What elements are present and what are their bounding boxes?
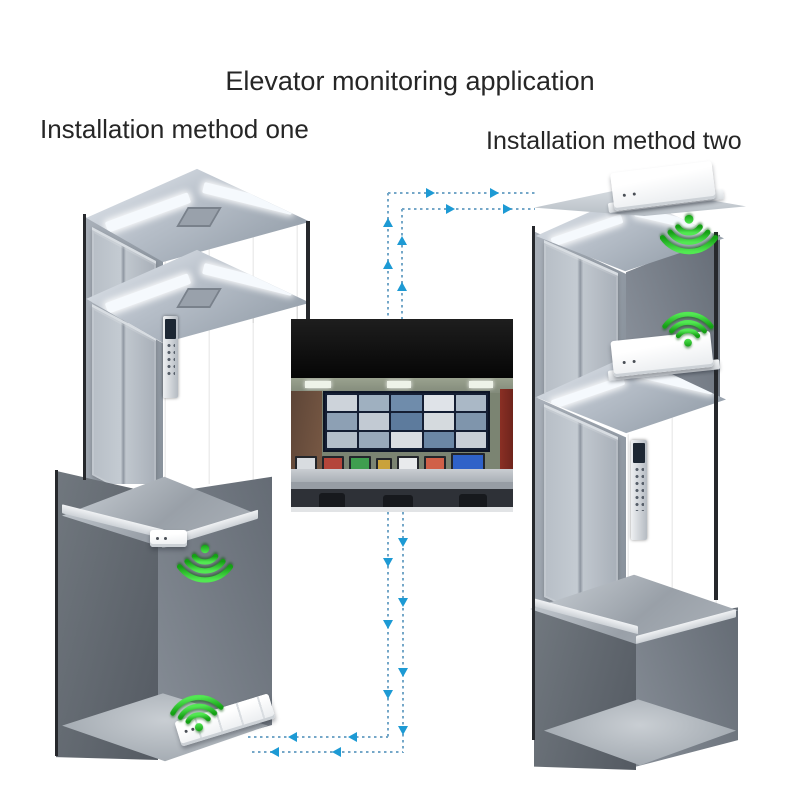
desk-monitor [322, 456, 344, 471]
ceiling-light-strip [550, 214, 624, 247]
desk-monitor [349, 456, 371, 471]
camera-feed-tile [359, 413, 390, 430]
desk-monitor [451, 453, 485, 471]
monitoring-device-under-car [150, 530, 187, 547]
connector-line [252, 751, 403, 753]
desk-monitor [376, 458, 392, 471]
control-room [291, 378, 513, 512]
car-floor-platform [530, 574, 738, 644]
camera-feed-tile [423, 431, 454, 448]
camera-feed-tile [359, 395, 390, 412]
desk-monitor-screen [426, 458, 444, 469]
arrow-down-icon [383, 690, 393, 699]
camera-feed-tile [391, 413, 422, 430]
room-ceiling [291, 378, 513, 393]
operator-desk-tier [291, 482, 513, 491]
method-two-label: Installation method two [486, 127, 742, 155]
desk-monitor-screen [399, 458, 417, 469]
ceiling-fan-vent [176, 207, 222, 227]
desk-monitor-screen [324, 458, 342, 469]
elevator-car-walls [84, 294, 310, 484]
arrow-up-icon [383, 218, 393, 227]
connector-line [402, 512, 404, 753]
arrow-left-icon [332, 747, 341, 757]
desk-monitor-screen [297, 458, 315, 469]
shaft-edge [532, 226, 535, 740]
method-one-label: Installation method one [40, 114, 309, 144]
monitoring-room-photo [291, 319, 513, 512]
connector-line [387, 193, 389, 319]
arrow-up-icon [397, 236, 407, 245]
floor-display [165, 319, 176, 339]
camera-feed-tile [327, 413, 358, 430]
camera-feed-tile [391, 395, 422, 412]
room-red-pillar [500, 389, 513, 488]
camera-feed-tile [327, 431, 358, 448]
connector-line [401, 209, 403, 319]
arrow-right-icon [426, 188, 435, 198]
arrow-left-icon [348, 732, 357, 742]
shaft-edge [55, 470, 58, 756]
ceiling-light [469, 381, 493, 388]
photo-bottom-strip [291, 507, 513, 512]
connector-line [402, 208, 535, 210]
connector-line [388, 192, 535, 194]
desk-monitor [397, 456, 419, 471]
video-wall [323, 391, 490, 452]
operator-desk [291, 469, 513, 482]
arrow-down-icon [398, 668, 408, 677]
camera-feed-tile [455, 431, 486, 448]
desk-monitor-screen [351, 458, 369, 469]
wifi-signal-icon [662, 311, 714, 347]
shaft-edge [714, 232, 718, 600]
shaft-edge [83, 214, 86, 480]
desk-monitor [424, 456, 446, 471]
floor-display [633, 443, 645, 463]
wifi-signal-icon [170, 694, 224, 732]
wifi-signal-icon [177, 544, 233, 583]
arrow-up-icon [397, 282, 407, 291]
camera-feed-tile [455, 395, 486, 412]
elevator-control-panel [163, 316, 178, 398]
desk-monitor-screen [453, 455, 483, 469]
wifi-signal-icon [660, 214, 718, 255]
floor-buttons [166, 342, 175, 379]
chair [319, 493, 345, 511]
desk-monitor-screen [378, 460, 390, 469]
camera-feed-tile [455, 413, 486, 430]
camera-feed-tile [327, 395, 358, 412]
desk-monitor-row [295, 449, 509, 471]
camera-feed-tile [423, 413, 454, 430]
arrow-right-icon [490, 188, 499, 198]
page-title: Elevator monitoring application [225, 66, 595, 96]
arrow-down-icon [383, 558, 393, 567]
arrow-left-icon [270, 747, 279, 757]
connector-line [248, 736, 388, 738]
ceiling-light [387, 381, 411, 388]
chair [459, 494, 487, 511]
floor-buttons [634, 466, 644, 511]
arrow-left-icon [288, 732, 297, 742]
elevator-car-walls [534, 392, 720, 608]
arrow-up-icon [383, 260, 393, 269]
ceiling-fan-vent [176, 288, 222, 308]
elevator-control-panel [631, 440, 647, 540]
photo-dark-band [291, 319, 513, 380]
camera-feed-tile [391, 431, 422, 448]
arrow-down-icon [398, 598, 408, 607]
arrow-down-icon [383, 620, 393, 629]
arrow-right-icon [503, 204, 512, 214]
ceiling-light [305, 381, 331, 388]
arrow-right-icon [446, 204, 455, 214]
camera-feed-tile [359, 431, 390, 448]
arrow-down-icon [398, 538, 408, 547]
camera-feed-tile [423, 395, 454, 412]
arrow-down-icon [398, 726, 408, 735]
desk-monitor [295, 456, 317, 471]
